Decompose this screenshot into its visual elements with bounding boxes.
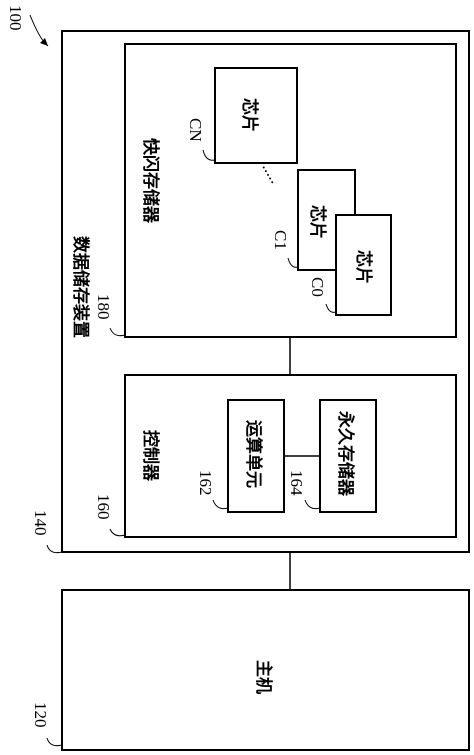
chip-c1-ref-leader: [287, 257, 299, 268]
flash-memory-ref-leader: [109, 327, 126, 337]
compute-unit-label: 运算单元: [243, 420, 264, 488]
flash-memory-ref: 180: [94, 294, 113, 320]
chip-cn-box: [214, 67, 298, 164]
chip-c0-ref-leader: [325, 303, 337, 313]
controller-ref-leader: [109, 528, 126, 537]
host-box: [61, 589, 470, 751]
compute-unit-box: [227, 399, 285, 513]
storage-device-ref-leader: [46, 544, 63, 554]
chip-c0-label: 芯片: [353, 250, 374, 284]
chip-c1-label: 芯片: [307, 205, 328, 239]
chip-c1-ref: C1: [271, 230, 290, 250]
compute-unit-ref: 162: [196, 470, 215, 496]
chip-cn-label: 芯片: [239, 98, 260, 132]
compute-unit-ref-leader: [212, 499, 229, 510]
controller-block: 控制器 160 运算单元 162 永久存储器 164: [94, 374, 457, 538]
chip-c0-box: [335, 214, 392, 316]
persistent-memory-ref-leader: [304, 499, 321, 510]
controller-ref: 160: [94, 494, 113, 520]
flash-memory-block: 快闪存储器 180 芯片 CN ..... 芯片 C1 芯片 C0: [94, 43, 457, 338]
figure-ref-label: 100: [6, 5, 25, 31]
host-ref-leader: [46, 737, 63, 747]
figure-ref-group: 100: [6, 5, 49, 47]
storage-device-ref: 140: [31, 510, 50, 536]
flash-memory-label: 快闪存储器: [140, 138, 161, 224]
host-ref: 120: [31, 702, 50, 728]
persistent-memory-ref: 164: [287, 470, 306, 496]
host-block: 主机 120: [31, 589, 470, 751]
figure-ref-arrowhead: [40, 38, 48, 46]
storage-device-label: 数据储存装置: [70, 236, 91, 338]
chip-c0-ref: C0: [308, 277, 327, 297]
chip-cn-ref-leader: [202, 149, 216, 161]
host-label: 主机: [253, 660, 274, 694]
chip-cn-ref: CN: [186, 118, 205, 142]
persistent-memory-label: 永久存储器: [335, 410, 356, 497]
controller-label: 控制器: [140, 430, 161, 482]
